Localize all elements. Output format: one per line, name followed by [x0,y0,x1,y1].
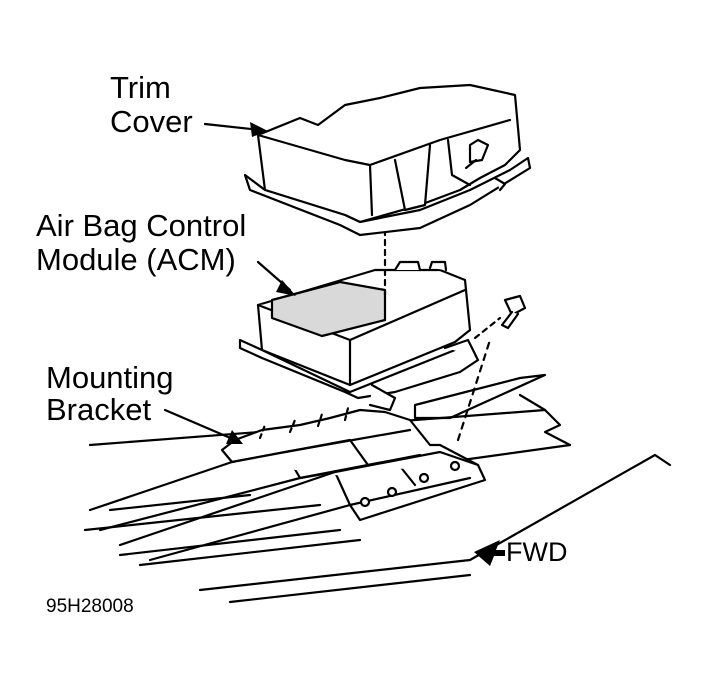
acm-label-line2: Module (ACM) [36,242,236,277]
trim-cover [243,83,532,237]
trim-cover-label-line2: Cover [110,104,193,139]
figure-code: 95H28008 [46,596,134,617]
fwd-label: FWD [506,537,568,567]
mounting-bracket [88,406,487,562]
bracket-label-line1: Mounting [46,360,174,395]
bracket-outline-loop [413,373,547,420]
acm-module [238,260,480,412]
screw [500,294,527,330]
acm-label-line1: Air Bag Control [36,208,247,243]
bracket-label-line2: Bracket [46,392,152,427]
trim-cover-label-line1: Trim [110,70,171,105]
forward-arrow-icon [474,540,505,566]
